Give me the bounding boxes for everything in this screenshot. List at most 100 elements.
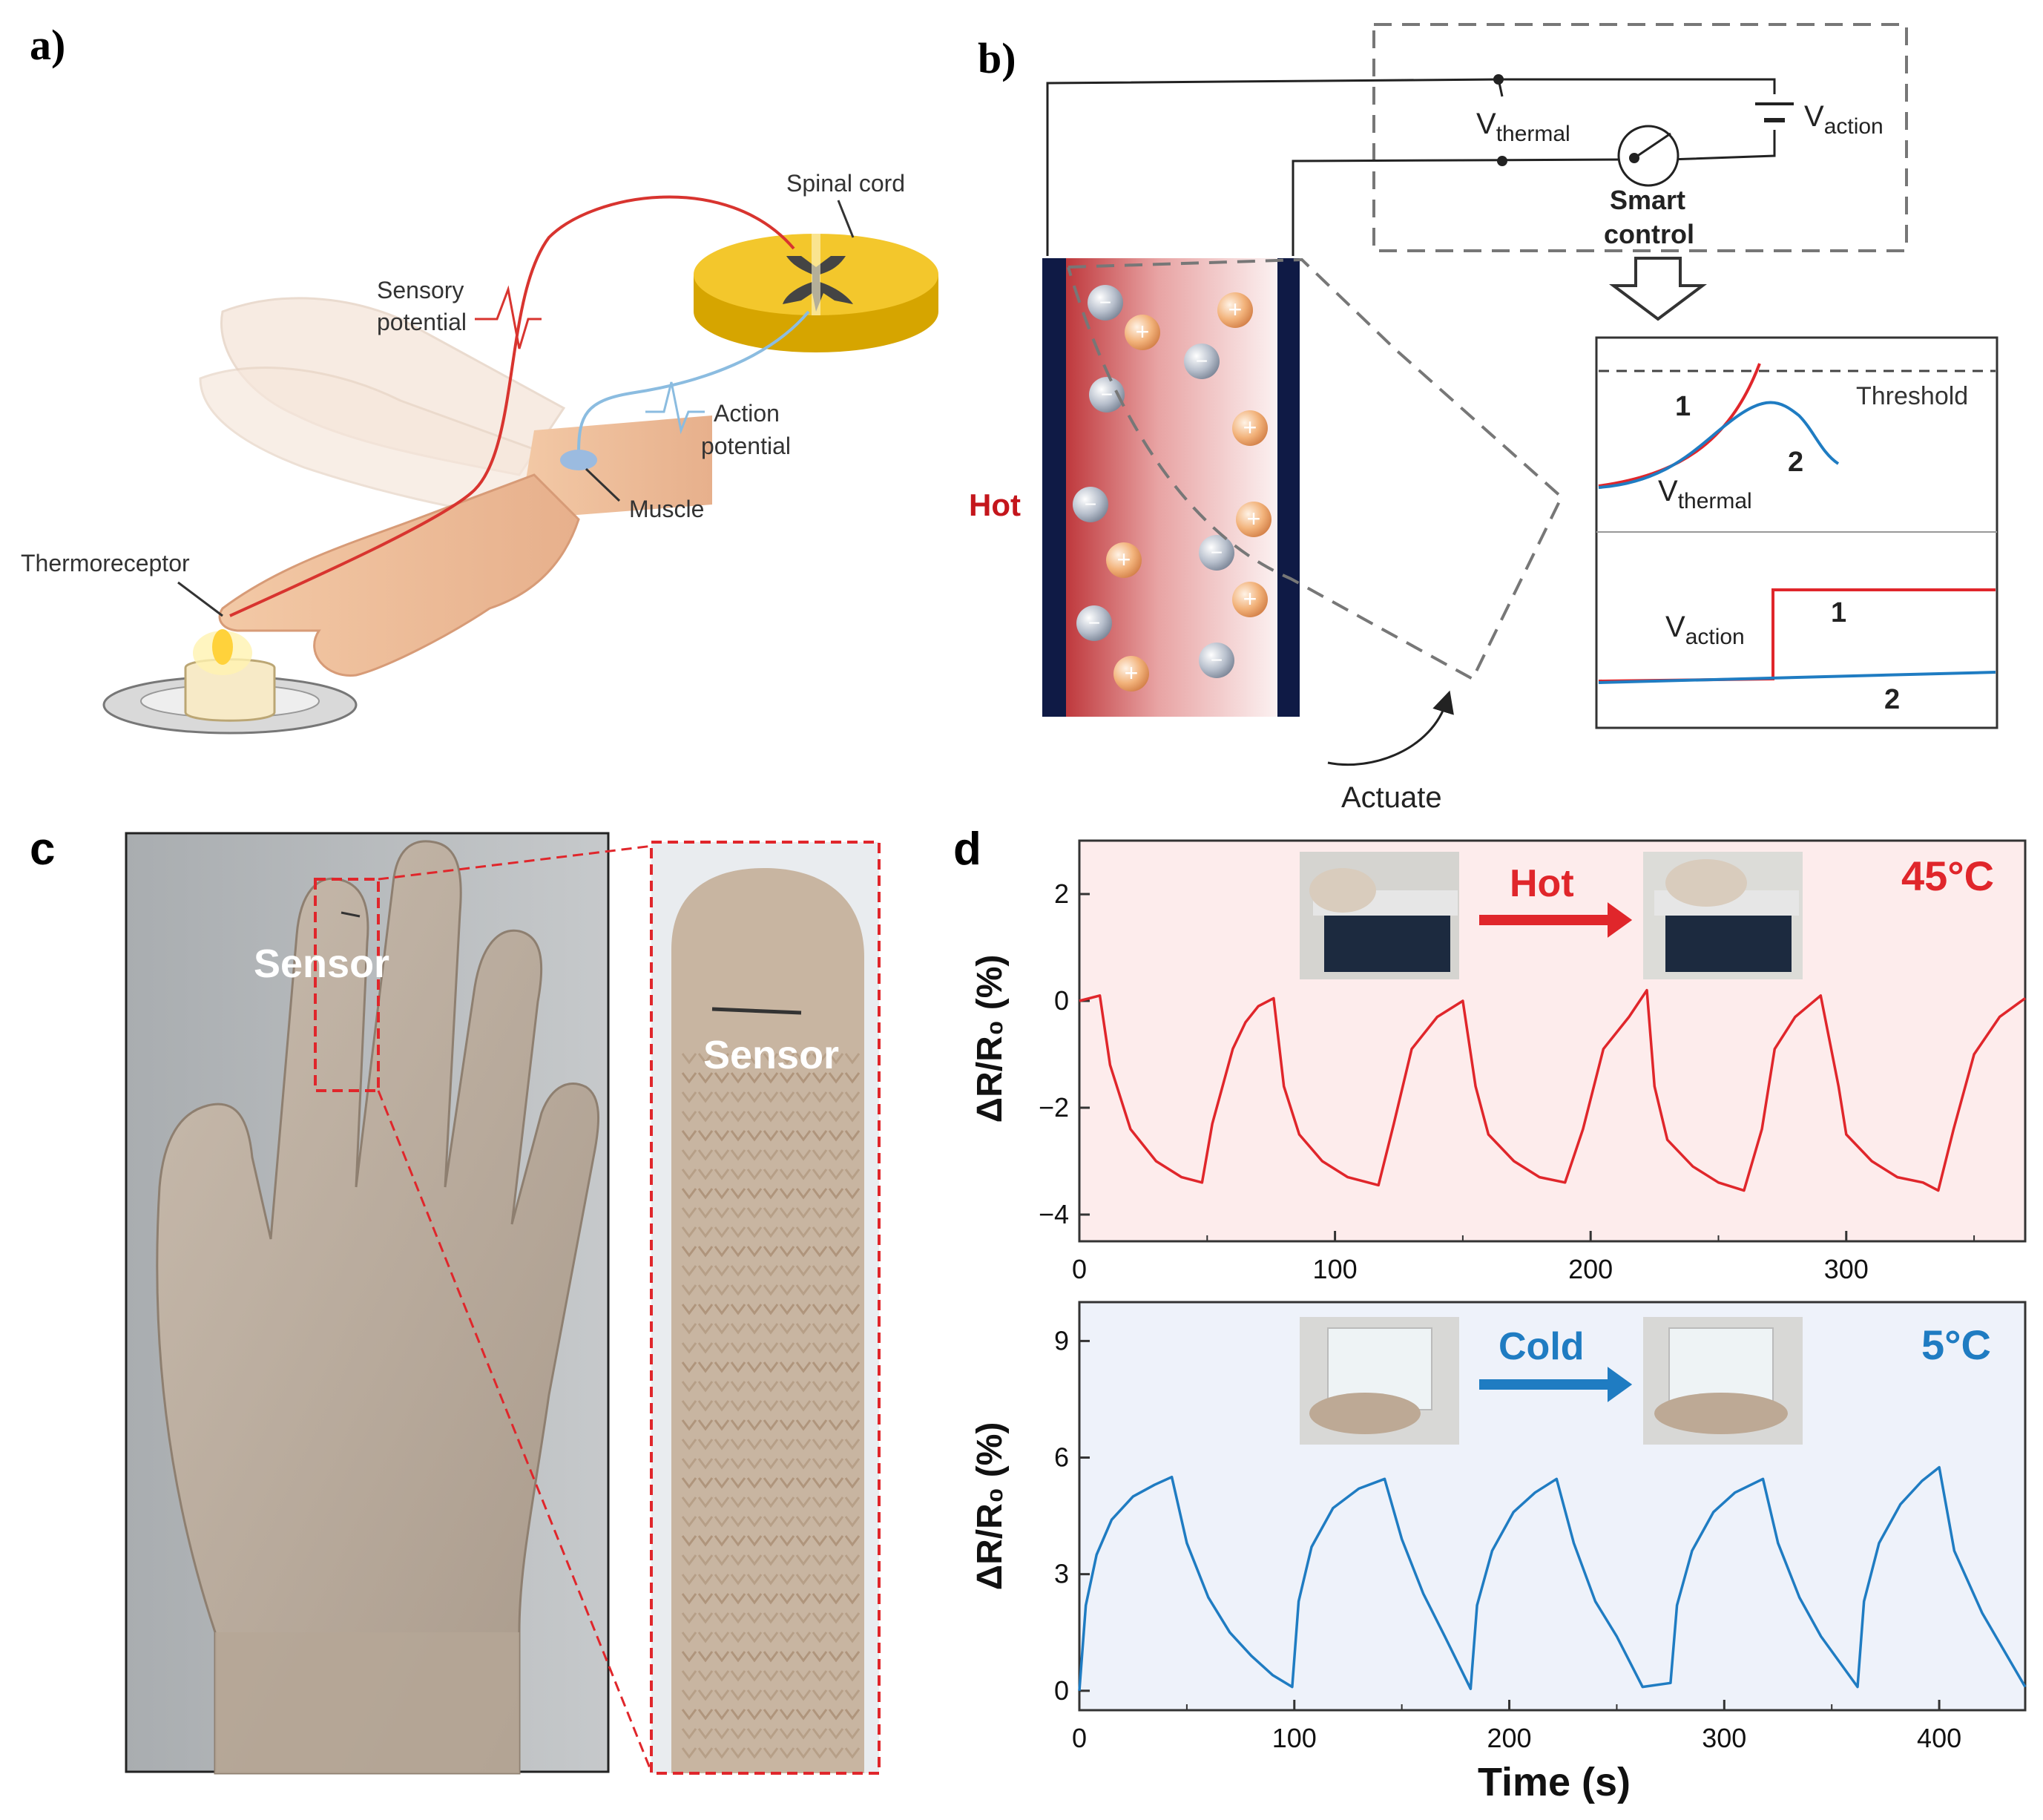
- knit-stitch: [681, 1323, 697, 1335]
- knit-stitch: [844, 1188, 861, 1200]
- knit-stitch: [763, 1053, 779, 1065]
- knit-stitch: [730, 1689, 746, 1701]
- y-tick-label: 0: [1054, 1675, 1069, 1706]
- knit-stitch: [844, 1149, 861, 1161]
- knit-stitch: [681, 1554, 697, 1566]
- knit-stitch: [697, 1651, 714, 1663]
- anion-icon: [1076, 605, 1112, 641]
- knit-stitch: [763, 1149, 779, 1161]
- knit-stitch: [746, 1439, 763, 1451]
- knit-stitch: [697, 1111, 714, 1123]
- knit-stitch: [730, 1670, 746, 1682]
- anion-symbol: −: [1088, 611, 1100, 634]
- knit-stitch: [828, 1246, 844, 1258]
- knit-stitch: [812, 1188, 828, 1200]
- knit-stitch: [779, 1207, 795, 1219]
- knit-stitch: [812, 1728, 828, 1740]
- knit-stitch: [681, 1593, 697, 1605]
- knit-stitch: [763, 1284, 779, 1296]
- knit-stitch: [681, 1226, 697, 1238]
- glove-photo-hand-icon-2: [1665, 859, 1747, 907]
- knit-stitch: [763, 1246, 779, 1258]
- knit-stitch: [681, 1284, 697, 1296]
- knit-stitch: [844, 1400, 861, 1412]
- knit-stitch: [697, 1419, 714, 1431]
- knit-stitch: [812, 1226, 828, 1238]
- knit-stitch: [730, 1709, 746, 1721]
- knit-stitch: [779, 1670, 795, 1682]
- knit-stitch: [681, 1265, 697, 1277]
- glove-photo-hand-icon: [1309, 868, 1376, 913]
- glove-photo-hand-icon-3: [1309, 1393, 1421, 1434]
- knit-stitch: [795, 1361, 812, 1373]
- knit-stitch: [746, 1053, 763, 1065]
- knit-stitch: [795, 1130, 812, 1142]
- knit-stitch: [795, 1651, 812, 1663]
- knit-stitch: [746, 1458, 763, 1470]
- knit-stitch: [779, 1284, 795, 1296]
- sensor-strip-zoom: [711, 1007, 802, 1015]
- knit-stitch: [746, 1612, 763, 1624]
- knit-stitch: [681, 1188, 697, 1200]
- knit-stitch: [812, 1554, 828, 1566]
- knit-stitch: [812, 1747, 828, 1759]
- knit-stitch: [730, 1747, 746, 1759]
- knit-stitch: [681, 1169, 697, 1180]
- cation-symbol: +: [1125, 660, 1139, 686]
- knit-stitch: [779, 1574, 795, 1586]
- cold-ylabel: ΔR/R₀ (%): [970, 1422, 1010, 1591]
- knit-stitch: [697, 1149, 714, 1161]
- knit-stitch: [844, 1323, 861, 1335]
- knit-stitch: [681, 1419, 697, 1431]
- knit-stitch: [730, 1169, 746, 1180]
- knit-stitch: [812, 1323, 828, 1335]
- knit-stitch: [697, 1323, 714, 1335]
- knit-stitch: [714, 1670, 730, 1682]
- knit-stitch: [681, 1670, 697, 1682]
- knit-stitch: [746, 1342, 763, 1354]
- knit-stitch: [828, 1497, 844, 1508]
- knit-stitch: [844, 1632, 861, 1643]
- knit-stitch: [697, 1400, 714, 1412]
- knit-stitch: [812, 1477, 828, 1489]
- knit-stitch: [763, 1072, 779, 1084]
- knit-stitch: [730, 1072, 746, 1084]
- knit-stitch: [779, 1516, 795, 1528]
- knit-stitch: [763, 1342, 779, 1354]
- knit-stitch: [795, 1535, 812, 1547]
- knit-stitch: [730, 1381, 746, 1393]
- switch-blade: [1634, 132, 1671, 160]
- cold-arrow-icon: [1479, 1367, 1633, 1402]
- knit-stitch: [844, 1053, 861, 1065]
- knit-stitch: [714, 1689, 730, 1701]
- knit-stitch: [844, 1574, 861, 1586]
- knit-stitch: [730, 1188, 746, 1200]
- knit-stitch: [763, 1304, 779, 1315]
- knit-stitch: [697, 1284, 714, 1296]
- panel-b-label: b): [978, 34, 1016, 82]
- knit-stitch: [779, 1246, 795, 1258]
- knit-stitch: [779, 1400, 795, 1412]
- knit-stitch: [812, 1169, 828, 1180]
- knit-stitch: [697, 1361, 714, 1373]
- knit-stitch: [763, 1535, 779, 1547]
- knit-stitch: [697, 1747, 714, 1759]
- knit-stitch: [746, 1574, 763, 1586]
- hot-arrow-label: Hot: [1510, 862, 1574, 905]
- knit-stitch: [763, 1709, 779, 1721]
- sensory-label-2: potential: [377, 309, 467, 335]
- knit-stitch: [779, 1381, 795, 1393]
- arm-icon: [519, 415, 712, 519]
- knit-stitch: [795, 1709, 812, 1721]
- knit-stitch: [681, 1651, 697, 1663]
- knit-stitch: [681, 1535, 697, 1547]
- x-tick-label: 0: [1072, 1723, 1087, 1753]
- knit-stitch: [681, 1207, 697, 1219]
- knit-stitch: [714, 1477, 730, 1489]
- knit-stitch: [746, 1670, 763, 1682]
- cation-symbol: +: [1136, 318, 1150, 345]
- thermoreceptor-pointer: [177, 581, 223, 617]
- knit-stitch: [844, 1670, 861, 1682]
